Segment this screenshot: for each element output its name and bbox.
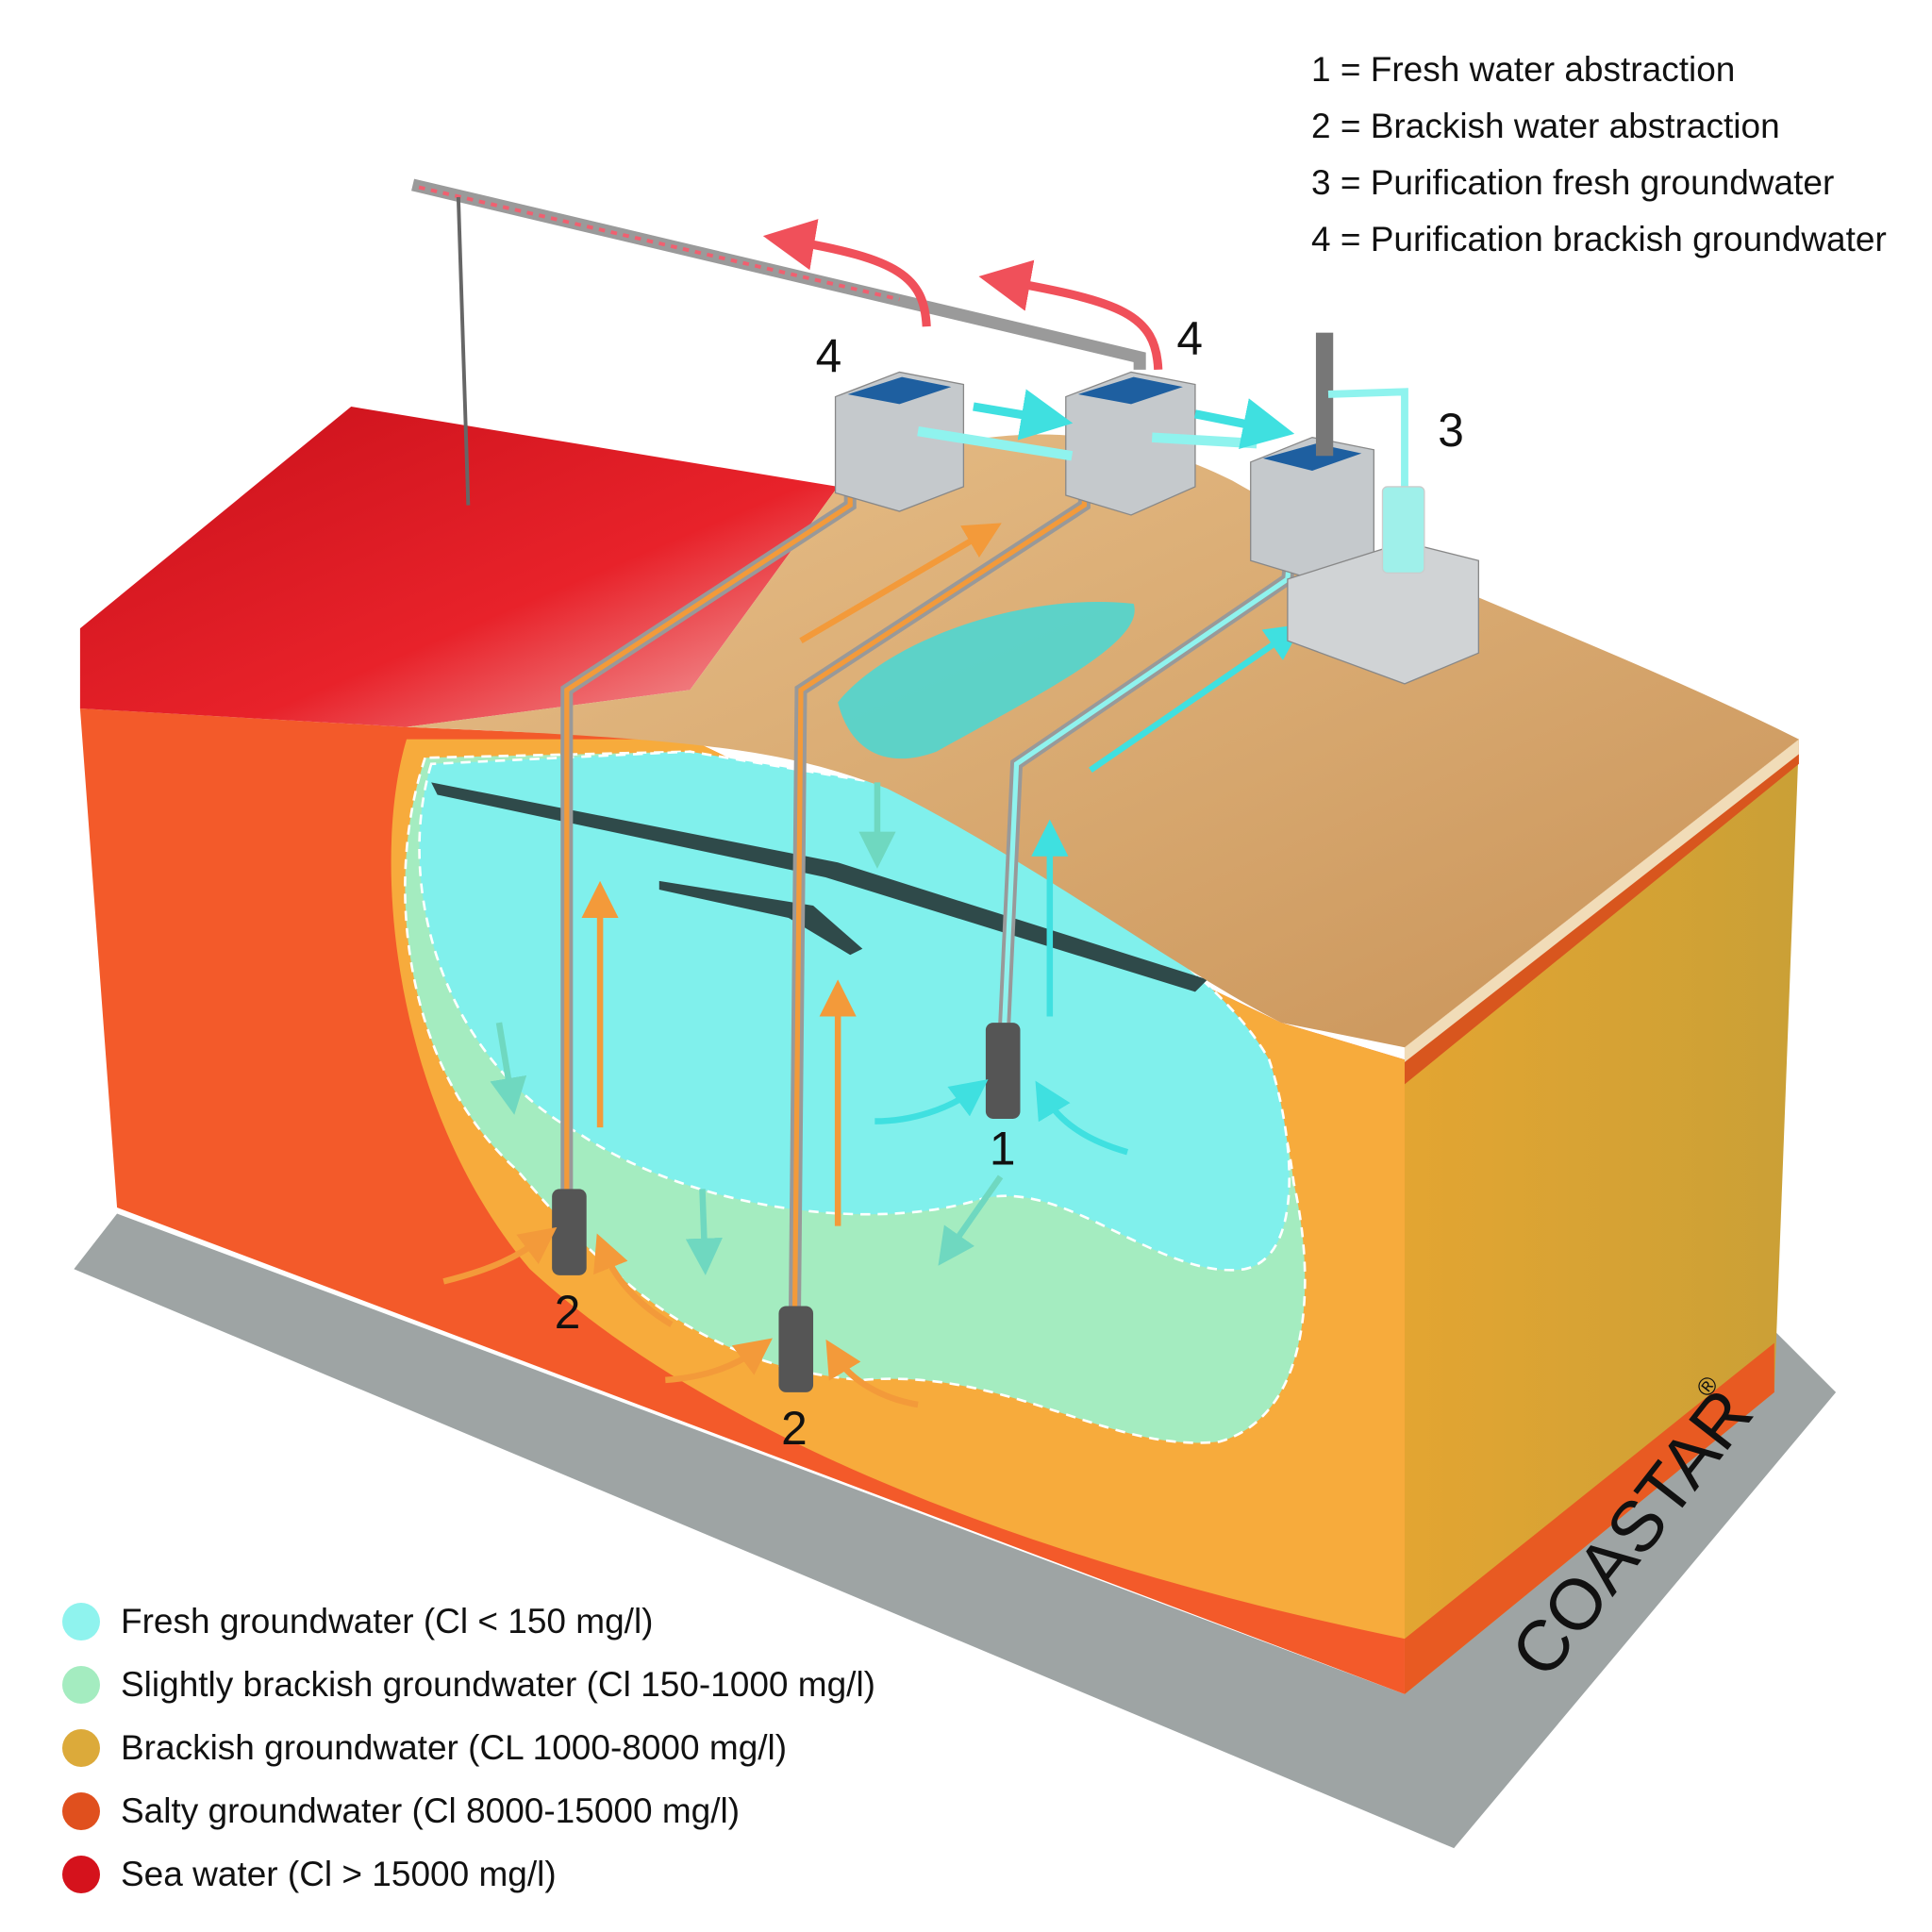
legend-item: Salty groundwater (Cl 8000-15000 mg/l) — [62, 1779, 875, 1842]
clay-layer — [431, 782, 1208, 992]
legend-swatch — [62, 1728, 100, 1767]
legend-item: Fresh groundwater (Cl < 150 mg/l) — [62, 1590, 875, 1653]
purification-unit-4b — [1065, 371, 1196, 516]
label-well-2b: 2 — [781, 1402, 808, 1455]
brine-flow-arrow — [978, 259, 1163, 371]
label-unit-4b: 4 — [1176, 312, 1203, 365]
well-screen-1 — [985, 1023, 1021, 1119]
purification-unit-4a — [834, 371, 965, 512]
clay-layer — [658, 880, 863, 956]
transfer-arrow — [1194, 398, 1295, 450]
label-well-2a: 2 — [555, 1286, 581, 1339]
brackish-flow-arrows — [442, 523, 1002, 1408]
salinity-legend: Fresh groundwater (Cl < 150 mg/l) Slight… — [62, 1590, 875, 1906]
brine-outfall-pipe — [411, 178, 1146, 370]
well-screen-2a — [552, 1189, 587, 1275]
connection-pipe — [1151, 432, 1257, 449]
legend-item: Brackish groundwater (CL 1000-8000 mg/l) — [62, 1716, 875, 1779]
fresh-flow-arrows — [874, 624, 1304, 1156]
sea-surface — [79, 407, 839, 727]
outfall-vertical-pipe — [456, 196, 471, 506]
label-unit-3: 3 — [1438, 404, 1464, 457]
abbreviation-key: 1 = Fresh water abstraction 2 = Brackish… — [1311, 42, 1887, 268]
legend-label: Fresh groundwater (Cl < 150 mg/l) — [121, 1601, 654, 1641]
infiltration-flow-arrows — [490, 782, 1004, 1275]
right-face-salty-bottom — [1404, 1342, 1774, 1694]
water-glass-icon — [1381, 486, 1425, 574]
brine-flow-arrow — [762, 219, 931, 327]
label-well-1: 1 — [990, 1122, 1016, 1174]
tap-icon — [1315, 332, 1334, 457]
key-item: 2 = Brackish water abstraction — [1311, 107, 1780, 145]
legend-swatch — [62, 1602, 100, 1641]
key-item: 4 = Purification brackish groundwater — [1311, 220, 1887, 258]
infiltration-pond — [838, 601, 1135, 759]
transfer-arrow — [973, 389, 1074, 441]
legend-label: Sea water (Cl > 15000 mg/l) — [121, 1854, 557, 1893]
legend-label: Salty groundwater (Cl 8000-15000 mg/l) — [121, 1790, 741, 1830]
legend-item: Sea water (Cl > 15000 mg/l) — [62, 1842, 875, 1906]
purification-unit-3 — [1250, 332, 1479, 685]
legend-swatch — [62, 1791, 100, 1830]
label-unit-4a: 4 — [816, 329, 842, 382]
legend-swatch — [62, 1665, 100, 1704]
key-item: 1 = Fresh water abstraction — [1311, 50, 1736, 89]
key-item: 3 = Purification fresh groundwater — [1311, 163, 1835, 202]
sand-front-edge — [1404, 739, 1799, 1062]
brine-outfall-pipe-inner — [418, 185, 900, 302]
well-screen-2b — [778, 1306, 814, 1392]
ground-shadow — [74, 1213, 1837, 1849]
legend-label: Brackish groundwater (CL 1000-8000 mg/l) — [121, 1727, 788, 1767]
legend-label: Slightly brackish groundwater (Cl 150-10… — [121, 1664, 875, 1704]
connection-pipe — [917, 425, 1074, 461]
legend-swatch — [62, 1855, 100, 1893]
legend-item: Slightly brackish groundwater (Cl 150-10… — [62, 1653, 875, 1716]
